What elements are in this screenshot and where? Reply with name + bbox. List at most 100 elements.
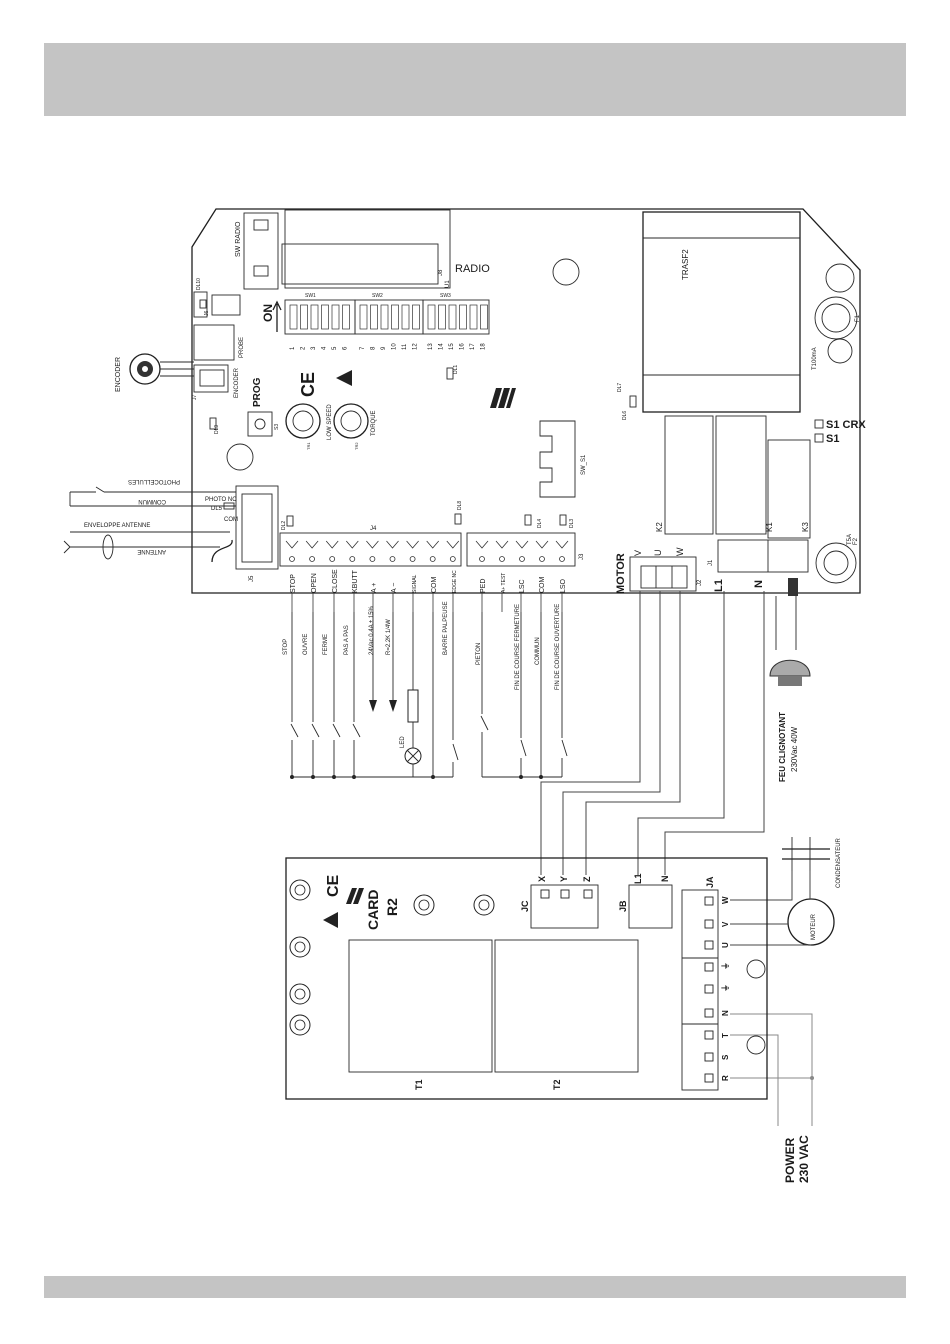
j4-label: COM [431, 577, 438, 594]
mount-hole [827, 338, 853, 364]
svg-text:F2: F2 [853, 537, 859, 545]
ja-pin [704, 1073, 714, 1083]
ja-pin [704, 919, 714, 929]
terminal-j4 [279, 532, 462, 567]
dip-number: 6 [343, 346, 349, 350]
j8-label: J8 [438, 269, 444, 276]
transformer-t2 [494, 939, 639, 1073]
j3-function-label: PIETON [476, 643, 482, 665]
header-band [44, 43, 906, 116]
dip-number: 17 [470, 343, 476, 350]
sw-radio-connector [243, 212, 279, 290]
terminal-screw [519, 556, 525, 562]
terminal-screw [409, 556, 416, 562]
svg-text:TR1: TR1 [306, 442, 311, 450]
dip-number: 7 [360, 346, 366, 350]
svg-text:PHOTOCELLULES: PHOTOCELLULES [128, 478, 180, 484]
svg-text:J6: J6 [204, 311, 210, 317]
warning-triangle-icon [336, 370, 352, 386]
svg-text:N: N [753, 580, 765, 588]
svg-text:SW2: SW2 [372, 293, 383, 299]
j3-external-wiring [480, 612, 568, 779]
dip-number: 10 [392, 343, 398, 350]
sw-s1-connector [539, 420, 576, 498]
svg-text:FEU CLIGNOTANT: FEU CLIGNOTANT [778, 712, 787, 782]
j4-function-label: R=2.2K 1/4W [386, 619, 392, 655]
transformer-t1 [348, 939, 493, 1073]
trimmer-torque [333, 403, 369, 439]
footer-band [44, 1276, 906, 1298]
svg-text:TR2: TR2 [354, 442, 359, 450]
dip-number: 2 [301, 346, 307, 350]
ce-mark-icon: CE [325, 874, 342, 897]
warning-triangle-icon [323, 912, 338, 928]
ja-pin-label: W [721, 896, 730, 904]
radio-label: RADIO [455, 263, 490, 275]
svg-text:CARD: CARD [365, 890, 381, 930]
board-to-card-wiring [540, 591, 765, 875]
terminal-screw [369, 556, 376, 562]
dip-switch [469, 304, 478, 330]
relay-k3 [767, 439, 811, 539]
card-mount-holes [289, 879, 495, 1036]
dip-number: 9 [381, 346, 387, 350]
terminal-screw [539, 556, 545, 562]
terminal-screw [499, 556, 505, 562]
trimmer-low-speed [285, 403, 321, 439]
brand-logo-icon [490, 388, 516, 408]
resistor-icon [407, 689, 419, 723]
dip-number: 1 [290, 346, 296, 350]
svg-text:DL6: DL6 [622, 411, 628, 420]
dip-number: 4 [322, 346, 328, 350]
j3-function-label: COMMUN [535, 637, 541, 665]
svg-text:Y: Y [559, 876, 569, 882]
j4-label: OPEN [311, 573, 318, 593]
svg-text:W: W [675, 547, 685, 556]
svg-text:T1: T1 [414, 1079, 424, 1090]
svg-text:L1: L1 [633, 873, 643, 884]
svg-text:J7: J7 [192, 395, 198, 401]
j4-label: STOP [290, 574, 297, 593]
svg-text:SW_S1: SW_S1 [581, 454, 587, 475]
terminal-j3 [466, 532, 576, 567]
dip-number: 13 [428, 343, 434, 350]
j3-label: PED [480, 579, 487, 593]
svg-text:DL9: DL9 [214, 425, 220, 434]
svg-text:X: X [537, 876, 547, 882]
mount-hole [552, 258, 580, 286]
j4-label: SIGNAL [412, 574, 418, 593]
svg-text:COM: COM [224, 517, 238, 523]
ja-pin-label: V [721, 921, 730, 927]
main-board-outline [191, 208, 861, 594]
j4-label: A + [371, 583, 378, 593]
s1-crx-checkbox [814, 419, 824, 429]
mount-hole [746, 959, 766, 979]
encoder-wheel-icon [129, 353, 194, 385]
svg-text:DL4: DL4 [537, 519, 543, 528]
svg-text:TORQUE: TORQUE [371, 410, 377, 436]
s1-checkbox [814, 433, 824, 443]
svg-text:SW1: SW1 [305, 293, 316, 299]
photocell-wiring [69, 486, 236, 507]
dip-number: 8 [371, 346, 377, 350]
svg-text:PROBE: PROBE [239, 337, 245, 358]
motor-label: MOTOR [615, 553, 627, 594]
dip-switch [391, 304, 399, 330]
antenna-wiring [63, 531, 230, 560]
dip-switch [459, 304, 467, 330]
svg-text:PHOTO NC: PHOTO NC [205, 497, 237, 503]
svg-text:T2: T2 [552, 1079, 562, 1090]
svg-text:K3: K3 [801, 522, 810, 532]
svg-text:POWER: POWER [783, 1137, 797, 1183]
svg-text:Z: Z [582, 876, 592, 882]
svg-text:DL2: DL2 [281, 521, 287, 530]
svg-text:DL10: DL10 [196, 278, 202, 290]
dip-number: 5 [332, 346, 338, 350]
j4-function-label: PAS A PAS [344, 625, 350, 655]
svg-text:L1: L1 [713, 579, 725, 592]
svg-text:K1: K1 [765, 522, 774, 532]
svg-text:JA: JA [705, 876, 715, 888]
dip-number: 14 [439, 343, 445, 350]
